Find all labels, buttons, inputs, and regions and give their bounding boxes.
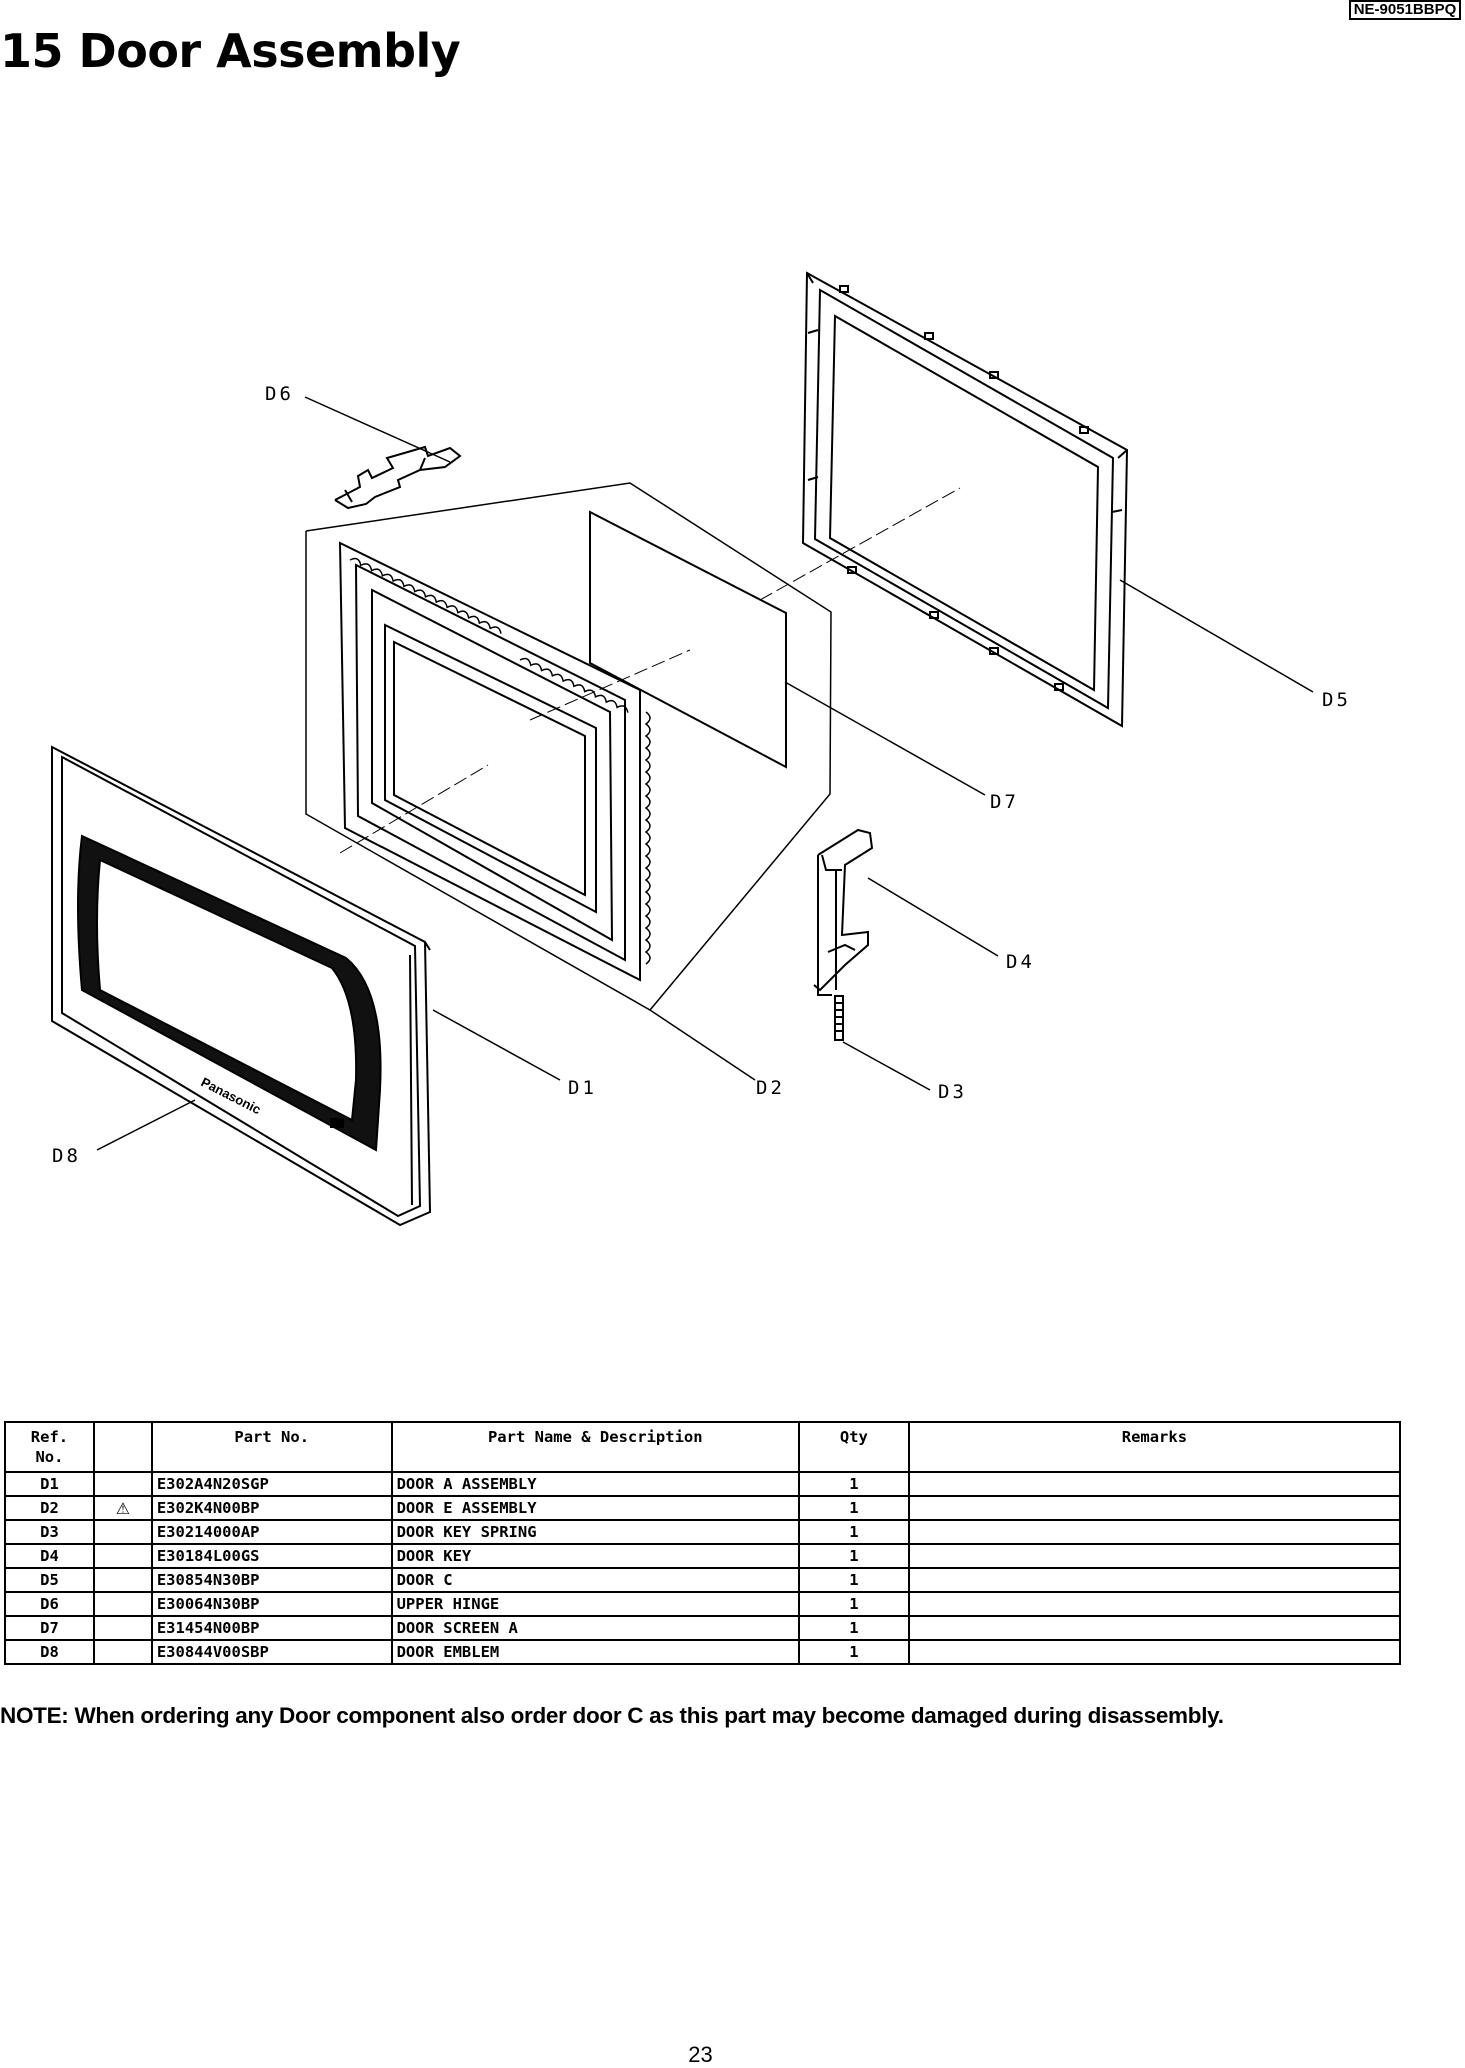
callout-d6: D6: [265, 383, 294, 405]
callout-d1: D1: [568, 1077, 597, 1099]
exploded-door-diagram: Panasonic D6 D5 D7 D4 D1 D2 D3 D8: [51, 271, 1351, 1227]
cell-ref: D8: [4, 1639, 95, 1665]
cell-remarks: [907, 1471, 1402, 1497]
callout-d3: D3: [938, 1081, 967, 1103]
cell-safety: [92, 1471, 153, 1497]
cell-ref: D3: [4, 1519, 95, 1545]
door-key: [813, 828, 874, 996]
cell-description: DOOR A ASSEMBLY: [390, 1471, 800, 1497]
door-a-assembly: Panasonic: [51, 745, 432, 1227]
cell-qty: 1: [797, 1471, 910, 1497]
cell-description: DOOR E ASSEMBLY: [390, 1495, 800, 1521]
header-safety: [92, 1421, 153, 1473]
callout-d8: D8: [52, 1145, 81, 1167]
cell-ref: D4: [4, 1543, 95, 1569]
cell-description: DOOR SCREEN A: [390, 1615, 800, 1641]
cell-qty: 1: [797, 1591, 910, 1617]
cell-ref: D6: [4, 1591, 95, 1617]
cell-remarks: [907, 1615, 1402, 1641]
header-remarks: Remarks: [907, 1421, 1402, 1473]
page-number: 23: [688, 2042, 713, 2067]
cell-ref: D5: [4, 1567, 95, 1593]
cell-safety: [92, 1543, 153, 1569]
table-row: D2 ⚠ E302K4N00BP DOOR E ASSEMBLY 1: [4, 1495, 1402, 1521]
cell-remarks: [907, 1543, 1402, 1569]
table-row: D6 E30064N30BP UPPER HINGE 1: [4, 1591, 1402, 1617]
safety-warning-icon: ⚠: [115, 1498, 131, 1518]
cell-safety: [92, 1591, 153, 1617]
cell-qty: 1: [797, 1615, 910, 1641]
cell-part-no: E30064N30BP: [150, 1591, 393, 1617]
cell-description: UPPER HINGE: [390, 1591, 800, 1617]
cell-description: DOOR KEY: [390, 1543, 800, 1569]
ordering-note: NOTE: When ordering any Door component a…: [0, 1703, 1224, 1728]
cell-qty: 1: [797, 1639, 910, 1665]
header-description: Part Name & Description: [390, 1421, 800, 1473]
door-screen: [589, 510, 787, 769]
cell-remarks: [907, 1519, 1402, 1545]
callout-d4: D4: [1006, 951, 1035, 973]
upper-hinge: [334, 445, 462, 510]
callout-d2: D2: [756, 1077, 785, 1099]
cell-ref: D7: [4, 1615, 95, 1641]
cell-qty: 1: [797, 1543, 910, 1569]
table-row: D8 E30844V00SBP DOOR EMBLEM 1: [4, 1639, 1402, 1665]
cell-remarks: [907, 1591, 1402, 1617]
table-row: D4 E30184L00GS DOOR KEY 1: [4, 1543, 1402, 1569]
cell-qty: 1: [797, 1567, 910, 1593]
door-e-assembly-outline: [305, 482, 832, 1011]
cell-part-no: E30854N30BP: [150, 1567, 393, 1593]
cell-qty: 1: [797, 1519, 910, 1545]
cell-ref: D2: [4, 1495, 95, 1521]
cell-safety: [92, 1615, 153, 1641]
table-row: D7 E31454N00BP DOOR SCREEN A 1: [4, 1615, 1402, 1641]
cell-ref: D1: [4, 1471, 95, 1497]
callout-d5: D5: [1322, 689, 1351, 711]
model-number-box: NE-9051BBPQ: [1349, 0, 1461, 20]
cell-safety: [92, 1519, 153, 1545]
cell-part-no: E30184L00GS: [150, 1543, 393, 1569]
cell-part-no: E30214000AP: [150, 1519, 393, 1545]
page-title: 15 Door Assembly: [0, 24, 461, 78]
cell-part-no: E302A4N20SGP: [150, 1471, 393, 1497]
cell-remarks: [907, 1639, 1402, 1665]
table-row: D3 E30214000AP DOOR KEY SPRING 1: [4, 1519, 1402, 1545]
cell-description: DOOR EMBLEM: [390, 1639, 800, 1665]
header-qty: Qty: [797, 1421, 910, 1473]
door-c-frame: [801, 271, 1129, 728]
table-row: D5 E30854N30BP DOOR C 1: [4, 1567, 1402, 1593]
leader-lines: [96, 396, 1314, 1151]
door-e-assembly: [338, 541, 651, 982]
cell-safety: ⚠: [92, 1495, 153, 1521]
cell-qty: 1: [797, 1495, 910, 1521]
header-ref: Ref.No.: [4, 1421, 95, 1473]
door-key-spring: [834, 995, 844, 1041]
table-row: D1 E302A4N20SGP DOOR A ASSEMBLY 1: [4, 1471, 1402, 1497]
cell-part-no: E31454N00BP: [150, 1615, 393, 1641]
table-header-row: Ref.No. Part No. Part Name & Description…: [4, 1421, 1402, 1473]
cell-remarks: [907, 1567, 1402, 1593]
callout-d7: D7: [990, 791, 1019, 813]
cell-description: DOOR C: [390, 1567, 800, 1593]
cell-safety: [92, 1639, 153, 1665]
parts-table: Ref.No. Part No. Part Name & Description…: [4, 1421, 1402, 1665]
cell-description: DOOR KEY SPRING: [390, 1519, 800, 1545]
header-part-no: Part No.: [150, 1421, 393, 1473]
cell-remarks: [907, 1495, 1402, 1521]
cell-safety: [92, 1567, 153, 1593]
cell-part-no: E302K4N00BP: [150, 1495, 393, 1521]
cell-part-no: E30844V00SBP: [150, 1639, 393, 1665]
